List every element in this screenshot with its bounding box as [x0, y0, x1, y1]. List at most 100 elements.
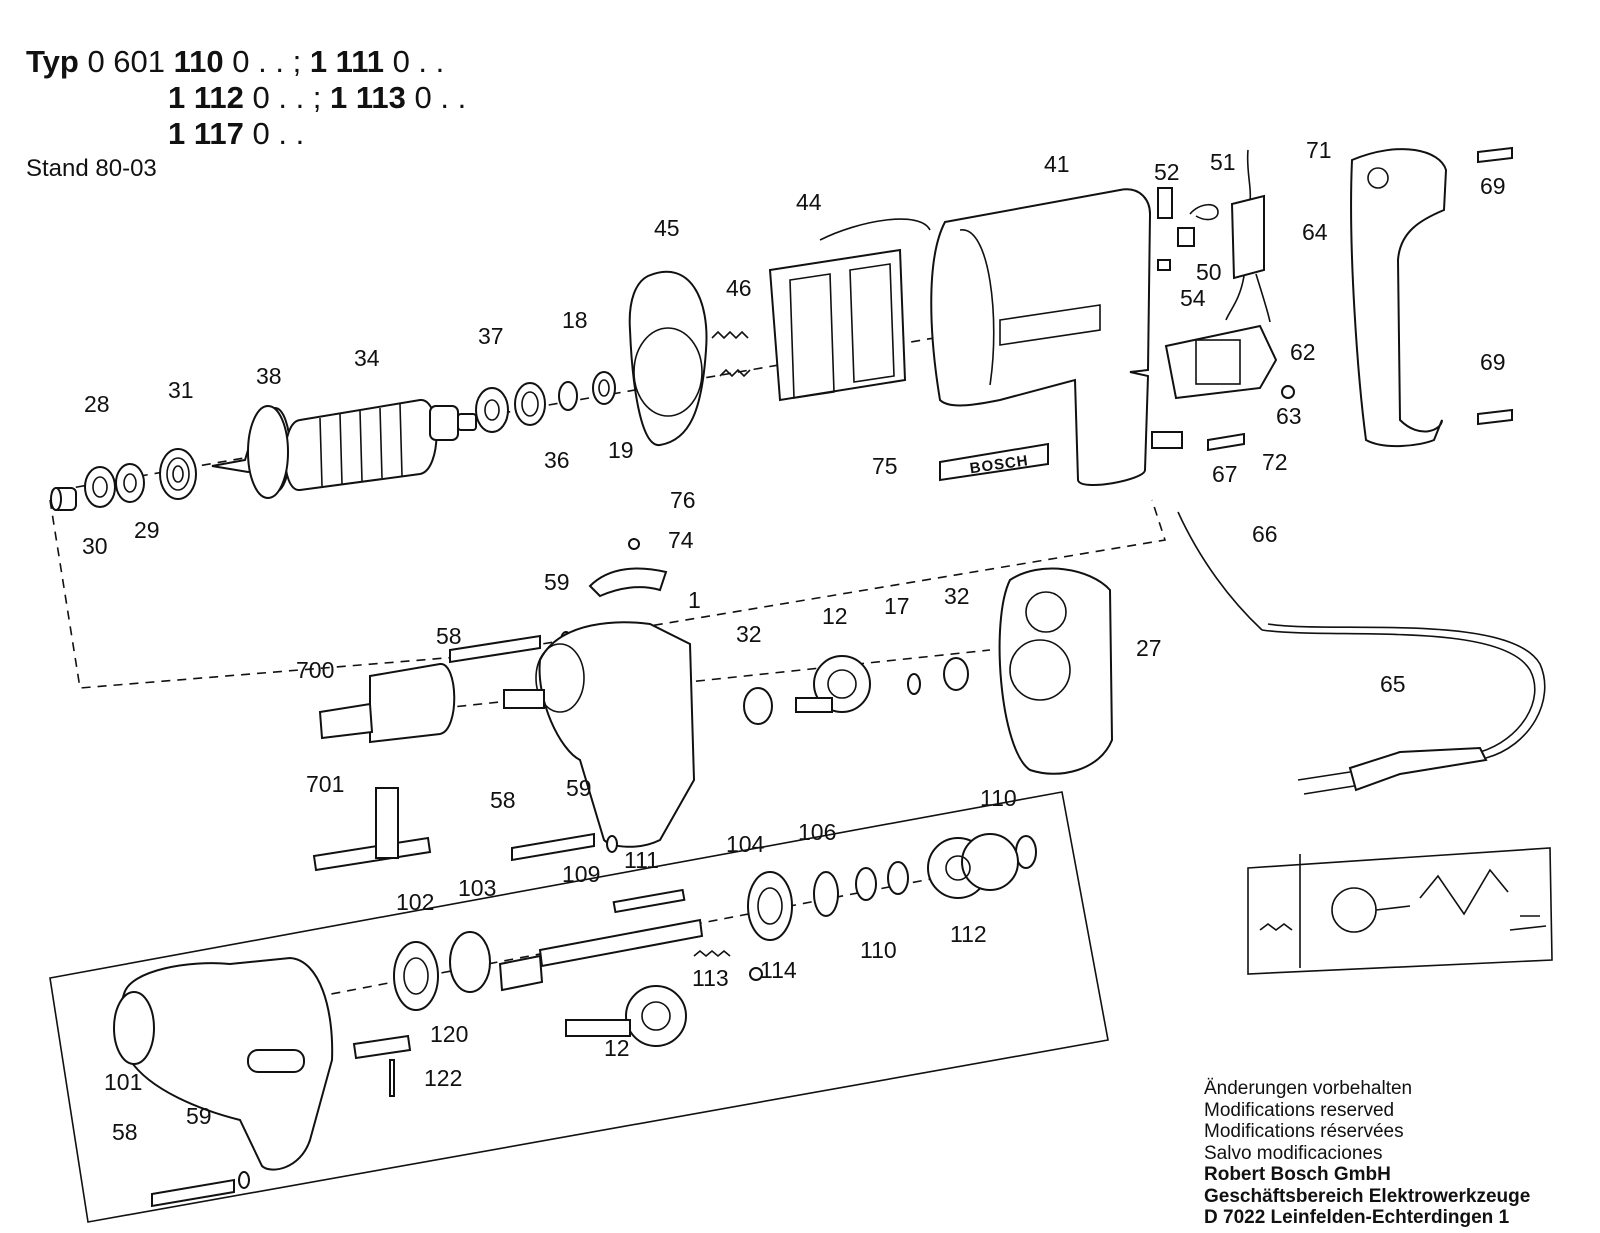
- part-label-46: 46: [726, 275, 752, 301]
- part-66-cable-sleeve: [1177, 511, 1263, 631]
- part-label-18: 18: [562, 307, 588, 333]
- part-103-washer: [449, 931, 491, 993]
- part-62-switch: [1164, 324, 1278, 400]
- part-label-29: 29: [134, 517, 160, 543]
- part-58-screw-middle: [511, 832, 595, 862]
- part-label-36: 36: [544, 447, 570, 473]
- type-segment: 1 117: [168, 116, 244, 151]
- part-label-110: 110: [980, 785, 1017, 811]
- part-label-12: 12: [604, 1035, 630, 1061]
- part-12-gear-lower: [565, 985, 687, 1047]
- part-label-71: 71: [1306, 137, 1332, 163]
- part-113-spring: [693, 949, 731, 958]
- part-65-plug-pins: [1297, 771, 1355, 795]
- part-label-51: 51: [1210, 149, 1236, 175]
- part-label-112: 112: [950, 921, 987, 947]
- part-106-ring: [813, 871, 839, 917]
- part-110-circlip-a: [855, 867, 877, 901]
- part-54-screw: [1157, 259, 1171, 271]
- part-label-67: 67: [1212, 461, 1238, 487]
- part-label-38: 38: [256, 363, 282, 389]
- part-label-110: 110: [860, 937, 897, 963]
- type-segment: 0 . .: [243, 116, 305, 151]
- part-28-washer: [84, 466, 116, 508]
- part-69-screw-top: [1477, 146, 1513, 164]
- part-102-bearing: [393, 941, 439, 1011]
- part-17-washer: [907, 673, 921, 695]
- part-109-spindle: [498, 918, 704, 992]
- part-label-64: 64: [1302, 219, 1328, 245]
- part-number-labels: 1121217181927282930313232343637384144454…: [82, 137, 1506, 1145]
- part-110-circlip-b: [887, 861, 909, 895]
- part-75-brand-plate: BOSCH: [939, 442, 1049, 482]
- part-label-17: 17: [884, 593, 910, 619]
- part-1-gear-housing: [503, 621, 696, 848]
- part-label-59: 59: [186, 1103, 212, 1129]
- part-59-washer-middle: [606, 835, 618, 853]
- type-segment: 0 . .: [383, 44, 445, 79]
- part-101-gear-housing-variant: [113, 956, 334, 1171]
- type-segment: 0 . .: [405, 80, 467, 115]
- part-label-59: 59: [544, 569, 570, 595]
- part-69-screw-bottom: [1477, 408, 1513, 426]
- part-label-120: 120: [430, 1021, 468, 1047]
- part-112-gears: [927, 833, 1019, 899]
- part-label-50: 50: [1196, 259, 1222, 285]
- part-701-chuck-key: [312, 787, 432, 872]
- stand-date: Stand 80-03: [26, 155, 157, 182]
- type-segment: 1 112: [168, 80, 244, 115]
- part-104-bearing: [747, 871, 793, 941]
- part-38-fan: [247, 405, 289, 499]
- type-segment: 110: [173, 44, 224, 79]
- type-line-1: Typ 0 601 110 0 . . ; 1 111 0 . .: [26, 44, 444, 80]
- part-700-drill-chuck: [318, 662, 456, 744]
- part-41-motor-housing: [930, 188, 1152, 487]
- part-label-31: 31: [168, 377, 194, 403]
- part-label-27: 27: [1136, 635, 1162, 661]
- part-label-122: 122: [424, 1065, 462, 1091]
- part-111-key: [612, 888, 686, 914]
- alternate-assembly-frame: [49, 791, 1109, 1223]
- note-line-en: Modifications reserved: [1204, 1099, 1395, 1121]
- part-label-101: 101: [104, 1069, 142, 1095]
- part-label-106: 106: [798, 819, 836, 845]
- part-label-59: 59: [566, 775, 592, 801]
- part-64-suppressor: [1225, 149, 1271, 323]
- part-36-bearing: [514, 382, 546, 426]
- part-label-65: 65: [1380, 671, 1406, 697]
- company-division: Geschäftsbereich Elektrowerkzeuge: [1204, 1185, 1531, 1207]
- part-74-clamp: [588, 567, 668, 598]
- part-label-32: 32: [736, 621, 762, 647]
- part-label-44: 44: [796, 189, 822, 215]
- part-67-cable-clamp: [1151, 431, 1183, 449]
- part-76-screw: [628, 538, 640, 550]
- type-line-2: 1 112 0 . . ; 1 113 0 . .: [168, 80, 466, 116]
- part-120-pin: [352, 1034, 412, 1060]
- part-label-103: 103: [458, 875, 496, 901]
- part-label-58: 58: [436, 623, 462, 649]
- part-32-bearing-b: [943, 657, 969, 691]
- part-label-34: 34: [354, 345, 380, 371]
- type-line-3: 1 117 0 . .: [168, 116, 304, 152]
- part-label-109: 109: [562, 861, 600, 887]
- part-59-washer-lower: [238, 1171, 250, 1189]
- part-label-76: 76: [670, 487, 696, 513]
- part-label-114: 114: [760, 957, 797, 983]
- note-line-de: Änderungen vorbehalten: [1204, 1078, 1413, 1099]
- part-label-58: 58: [112, 1119, 138, 1145]
- part-label-28: 28: [84, 391, 110, 417]
- part-label-41: 41: [1044, 151, 1070, 177]
- part-50-clip: [1177, 227, 1195, 247]
- part-label-69: 69: [1480, 349, 1506, 375]
- type-segment: 0 . . ;: [223, 44, 310, 79]
- part-label-104: 104: [726, 831, 765, 857]
- part-label-74: 74: [668, 527, 694, 553]
- part-30-bushing: [50, 487, 77, 511]
- type-segment: 1 111: [309, 44, 384, 79]
- part-71-handle-cover: [1350, 148, 1448, 448]
- type-segment: 0 601: [87, 44, 174, 79]
- part-12-gear-upper: [795, 655, 871, 713]
- part-label-66: 66: [1252, 521, 1278, 547]
- part-32-bearing-a: [743, 687, 773, 725]
